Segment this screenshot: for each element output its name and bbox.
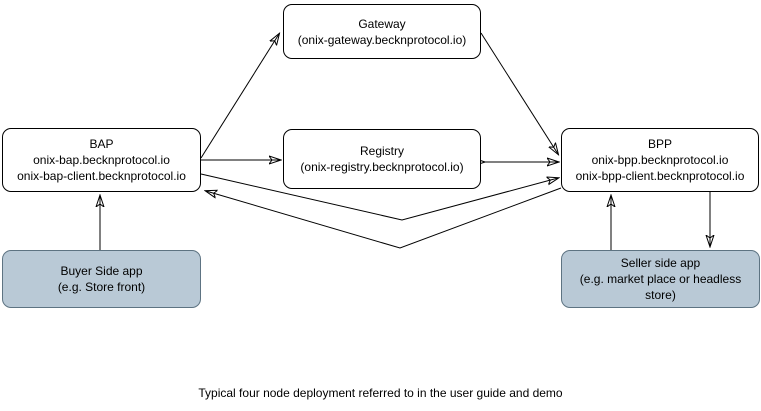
node-registry-title: Registry [359,144,404,158]
node-bpp-url: onix-bpp.becknprotocol.io [591,153,729,167]
node-seller-side-app: Seller side app (e.g. market place or he… [561,250,760,308]
node-registry-url: (onix-registry.becknprotocol.io) [300,160,464,174]
node-bap: BAP onix-bap.becknprotocol.io onix-bap-c… [2,128,201,192]
node-seller-example: (e.g. market place or headless store) [579,272,742,302]
node-bpp: BPP onix-bpp.becknprotocol.io onix-bpp-c… [561,128,759,192]
node-bpp-client-url: onix-bpp-client.becknprotocol.io [575,169,745,183]
node-buyer-side-app: Buyer Side app (e.g. Store front) [2,250,201,308]
node-gateway-url: (onix-gateway.becknprotocol.io) [297,32,467,47]
node-gateway: Gateway (onix-gateway.becknprotocol.io) [283,4,481,59]
connector-gateway-to-bpp [480,32,558,154]
diagram-caption: Typical four node deployment referred to… [198,386,563,400]
node-seller-title: Seller side app [620,256,701,270]
node-bap-title: BAP [89,137,114,151]
node-registry: Registry (onix-registry.becknprotocol.io… [283,129,481,189]
node-buyer-title: Buyer Side app [60,264,143,278]
node-gateway-title: Gateway [358,16,406,31]
connector-bpp-to-bap [206,187,562,249]
connector-bap-to-bpp [200,173,558,221]
node-bpp-title: BPP [647,137,672,151]
node-buyer-example: (e.g. Store front) [57,280,146,294]
node-bap-client-url: onix-bap-client.becknprotocol.io [17,169,186,183]
connector-bap-to-gateway [200,34,279,159]
node-bap-url: onix-bap.becknprotocol.io [33,153,170,167]
